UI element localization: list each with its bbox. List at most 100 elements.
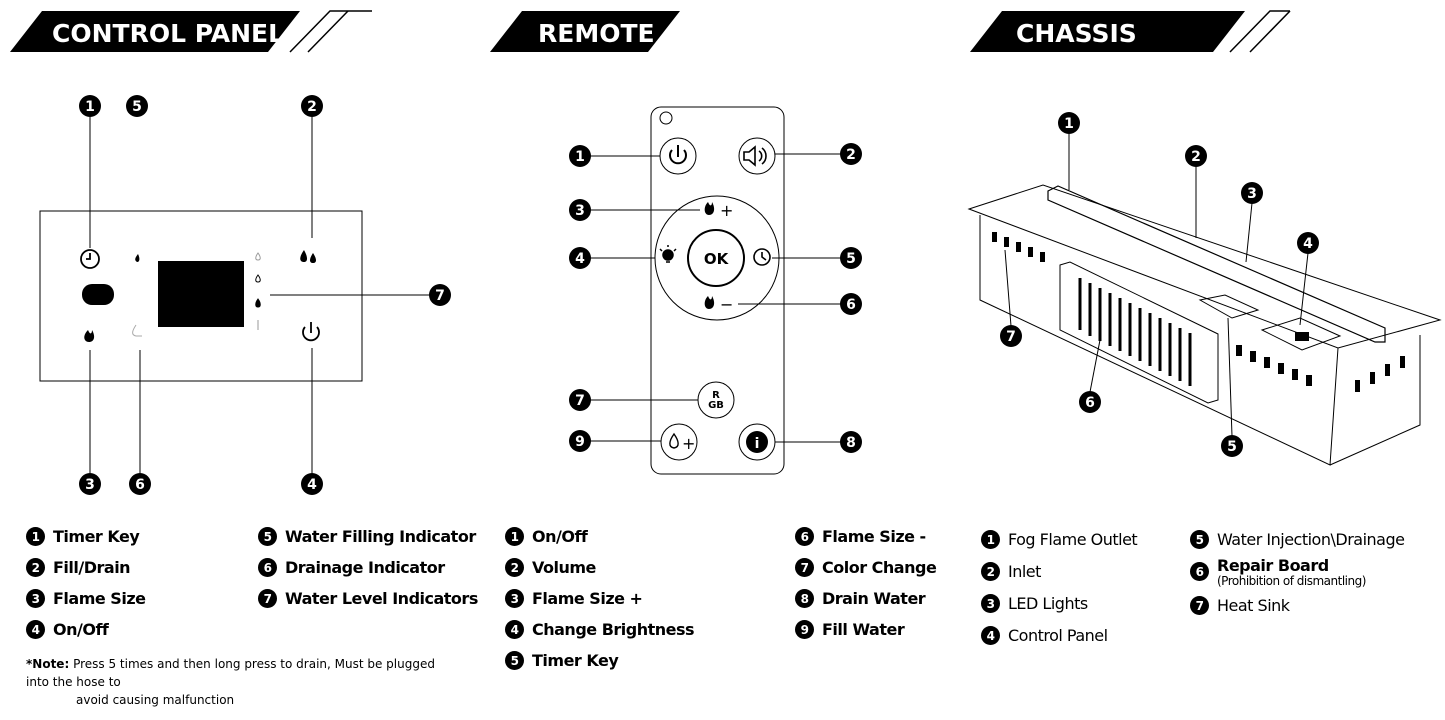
legend-number: 3 [26,589,45,608]
clock-icon [753,248,771,266]
legend-label: Fill/Drain [53,558,131,577]
ok-button[interactable] [687,229,745,287]
note-label: *Note: [26,657,70,671]
legend-label: Water Level Indicators [285,589,478,608]
control-panel-legend-item: 7 Water Level Indicators [258,589,478,608]
remote-callout-6 [840,293,862,315]
svg-text:+: + [720,201,733,220]
double-drop-icon [300,250,316,263]
svg-text:CONTROL PANEL: CONTROL PANEL [52,19,284,48]
callout-number: 7 [1006,329,1016,345]
flame-minus-icon [704,296,715,309]
control-panel-callout-2 [301,95,323,117]
control-panel-callout-6 [129,473,151,495]
remote-callout-8 [840,431,862,453]
callout-number: 4 [1303,236,1313,252]
legend-label: Flame Size - [822,527,926,546]
control-panel-callout-3 [79,473,101,495]
chassis-callout-3 [1241,182,1263,204]
legend-label: Water Injection\Drainage [1217,530,1405,549]
legend-number: 1 [981,530,1000,549]
remote-callout-4 [569,247,591,269]
svg-text:i: i [755,436,760,452]
legend-number: 1 [26,527,45,546]
svg-text:+: + [682,434,695,453]
remote-legend-item: 1 On/Off [505,527,588,546]
legend-label: Fill Water [822,620,905,639]
control-panel-callout-7 [429,284,451,306]
callout-number: 5 [132,99,142,115]
svg-text:REMOTE: REMOTE [538,19,655,48]
legend-number: 7 [795,558,814,577]
callout-number: 4 [575,251,585,267]
callout-number: 1 [85,99,95,115]
remote-drawing: OK + − R GB + i [590,106,841,475]
callout-number: 3 [575,203,585,219]
legend-number: 1 [505,527,524,546]
control-panel-legend-item: 1 Timer Key [26,527,140,546]
fill-water-button[interactable] [660,423,698,461]
drop-outline-icon [669,432,679,449]
legend-label: Heat Sink [1217,596,1290,615]
callout-number: 7 [435,288,445,304]
chassis-callout-7 [1000,325,1022,347]
callout-number: 6 [135,477,145,493]
callout-number: 4 [307,477,317,493]
legend-label: Timer Key [53,527,140,546]
legend-number: 7 [258,589,277,608]
svg-text:GB: GB [708,400,724,411]
legend-number: 3 [981,594,1000,613]
chassis-legend-item: 1 Fog Flame Outlet [981,530,1138,549]
svg-text:R: R [712,390,720,401]
legend-number: 7 [1190,596,1209,615]
control-panel-callout-4 [301,473,323,495]
legend-number: 5 [1190,530,1209,549]
legend-label: Fog Flame Outlet [1008,530,1138,549]
callout-number: 2 [307,99,317,115]
leader-lines [590,153,841,443]
flame-icon [84,330,95,342]
callout-number: 7 [575,393,585,409]
svg-text:CHASSIS: CHASSIS [1016,19,1137,48]
control-panel-callout-1 [79,95,101,117]
callout-number: 1 [1064,116,1074,132]
chassis-legend-item: 7 Heat Sink [1190,596,1290,615]
legend-number: 3 [505,589,524,608]
legend-label: On/Off [532,527,588,546]
remote-callout-1 [569,145,591,167]
timer-icon [80,249,100,269]
callout-number: 5 [1227,439,1237,455]
legend-label: Flame Size [53,589,146,608]
display-screen [158,261,244,327]
legend-label: Control Panel [1008,626,1108,645]
info-icon [746,431,768,453]
volume-button[interactable] [738,137,776,175]
callout-number: 3 [1247,186,1257,202]
remote-callout-7 [569,389,591,411]
remote-callout-2 [840,143,862,165]
legend-label: Drain Water [822,589,926,608]
legend-label: Drainage Indicator [285,558,445,577]
control-panel-legend-item: 2 Fill/Drain [26,558,131,577]
chassis-callout-4 [1297,232,1319,254]
remote-callout-3 [569,199,591,221]
control-panel-drawing [39,117,430,473]
callout-number: 1 [575,149,585,165]
legend-number: 2 [26,558,45,577]
heat-sink-fins [1078,278,1192,386]
chassis-callout-2 [1185,145,1207,167]
remote-callout-9 [569,430,591,452]
